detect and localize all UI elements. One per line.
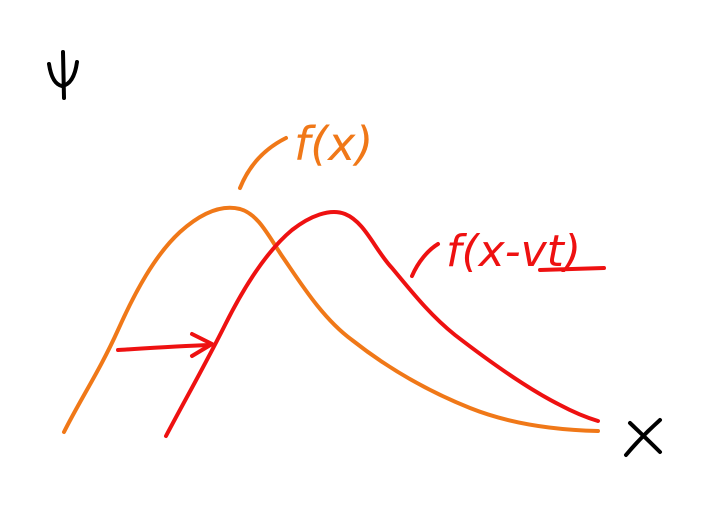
- vt-underline: [538, 266, 606, 272]
- shift-arrow: [116, 332, 214, 358]
- shifted-curve-leader: [410, 242, 440, 278]
- original-curve: [62, 205, 600, 434]
- original-curve-label: f(x): [294, 117, 373, 171]
- psi-axis-label: ψ: [47, 50, 79, 100]
- shifted-curve: [164, 210, 600, 438]
- x-axis-label: X: [624, 418, 662, 457]
- original-curve-leader: [238, 136, 288, 190]
